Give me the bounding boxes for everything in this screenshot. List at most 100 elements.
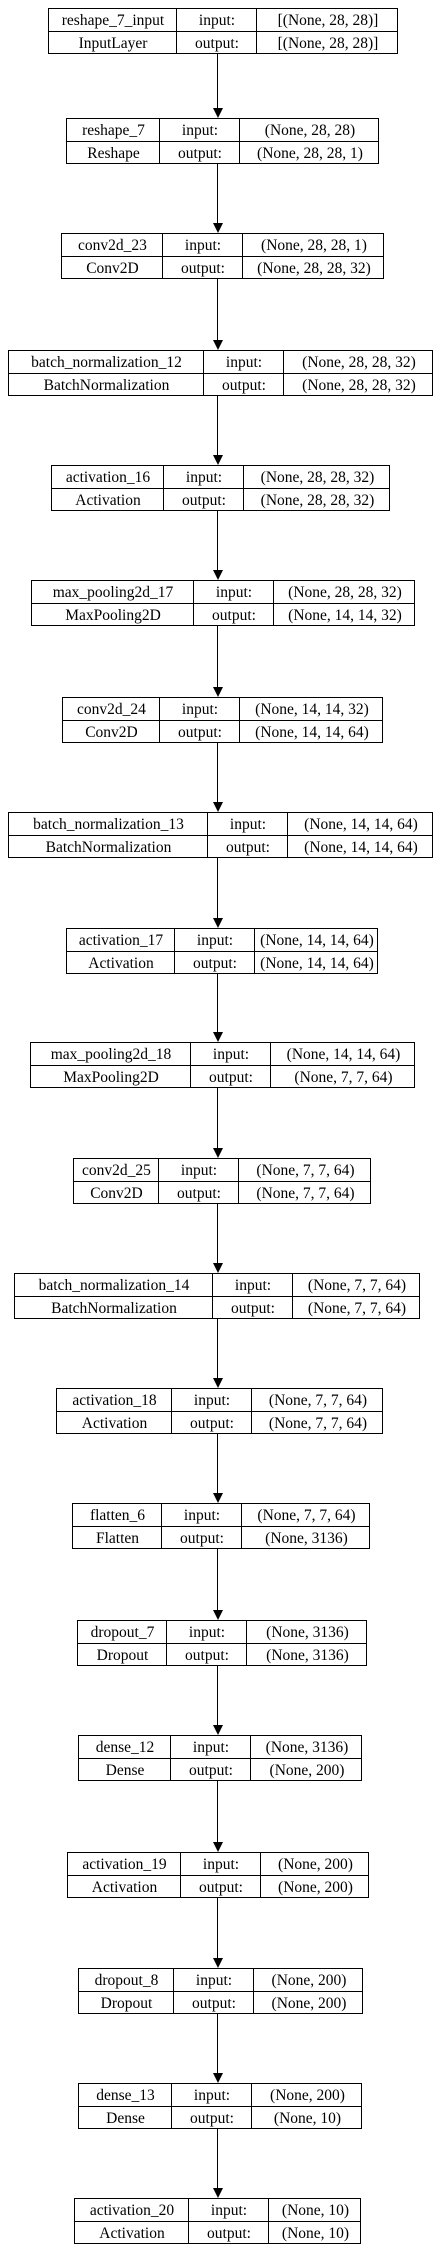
row-divider [63, 720, 382, 722]
layer-name: activation_16 [65, 468, 151, 486]
layer-type: InputLayer [78, 34, 148, 52]
input-shape: (None, 10) [281, 2201, 350, 2219]
arrow-head [213, 340, 223, 350]
input-label: input: [202, 1855, 240, 1873]
layer-type: Dropout [96, 1646, 149, 1664]
layer-name: reshape_7_input [61, 11, 165, 29]
input-shape: (None, 28, 28, 1) [261, 236, 367, 254]
input-label: input: [183, 1506, 221, 1524]
layer-name: dense_12 [95, 1738, 155, 1756]
output-label: output: [226, 838, 270, 856]
input-shape: (None, 3136) [266, 1623, 349, 1641]
input-shape: (None, 14, 14, 64) [304, 815, 418, 833]
layer-name: conv2d_23 [78, 236, 147, 254]
output-shape: (None, 3136) [266, 1646, 349, 1664]
layer-type: BatchNormalization [51, 1299, 177, 1317]
column-divider [239, 119, 241, 163]
layer-name: batch_normalization_14 [38, 1276, 190, 1294]
column-divider [171, 1389, 173, 1433]
output-label: output: [190, 1414, 234, 1432]
connector-line [217, 2014, 219, 2073]
connector-line [217, 1434, 219, 1493]
column-divider [171, 2084, 173, 2128]
connector-line [217, 1204, 219, 1263]
arrow-head [213, 108, 223, 118]
input-label: input: [181, 121, 219, 139]
column-divider [250, 1736, 252, 1780]
column-divider [256, 9, 258, 53]
input-label: input: [185, 468, 223, 486]
output-shape: (None, 200) [278, 1878, 353, 1896]
column-divider [251, 2084, 253, 2128]
layer-name: dropout_8 [94, 1971, 159, 1989]
row-divider [79, 1991, 362, 1993]
column-divider [239, 698, 241, 742]
arrow-head [213, 570, 223, 580]
layer-name: conv2d_25 [82, 1161, 151, 1179]
row-divider [9, 373, 432, 375]
row-divider [52, 488, 389, 490]
input-shape: [(None, 28, 28)] [277, 11, 379, 29]
output-label: output: [199, 1878, 243, 1896]
arrow-head [213, 918, 223, 928]
input-shape: (None, 3136) [265, 1738, 349, 1756]
layer-name: batch_normalization_13 [33, 815, 184, 833]
arrow-head [213, 1958, 223, 1968]
column-divider [207, 813, 209, 857]
column-divider [268, 2199, 270, 2243]
input-label: input: [229, 815, 267, 833]
output-label: output: [231, 1299, 275, 1317]
column-divider [243, 466, 245, 510]
connector-line [217, 974, 219, 1032]
layer-name: max_pooling2d_17 [52, 583, 174, 601]
output-label: output: [178, 723, 222, 741]
layer-type: Dense [106, 2109, 145, 2127]
layer-type: Dense [105, 1761, 145, 1779]
column-divider [253, 1969, 255, 2013]
row-divider [32, 603, 414, 605]
input-label: input: [180, 1161, 218, 1179]
output-label: output: [182, 491, 226, 509]
column-divider [238, 1159, 240, 1203]
arrow-head [213, 802, 223, 812]
output-label: output: [207, 2224, 251, 2242]
input-label: input: [188, 1623, 226, 1641]
input-label: input: [210, 2201, 248, 2219]
row-divider [9, 835, 432, 837]
arrow-head [213, 455, 223, 465]
column-divider [193, 581, 195, 625]
input-shape: (None, 200) [271, 1971, 347, 1989]
layer-type: Activation [88, 954, 154, 972]
connector-line [217, 2129, 219, 2188]
connector-line [217, 279, 219, 340]
output-label: output: [180, 1529, 224, 1547]
row-divider [78, 1643, 366, 1645]
input-label: input: [181, 700, 219, 718]
output-shape: (None, 10) [273, 2109, 342, 2127]
column-divider [159, 119, 161, 163]
row-divider [67, 141, 378, 143]
output-shape: [(None, 28, 28)] [277, 34, 379, 52]
connector-line [217, 743, 219, 802]
input-shape: (None, 28, 28, 32) [260, 468, 375, 486]
column-divider [158, 1159, 160, 1203]
column-divider [260, 1853, 262, 1897]
layer-name: dense_13 [96, 2086, 155, 2104]
layer-type: Flatten [95, 1529, 140, 1547]
arrow-head [213, 1378, 223, 1388]
